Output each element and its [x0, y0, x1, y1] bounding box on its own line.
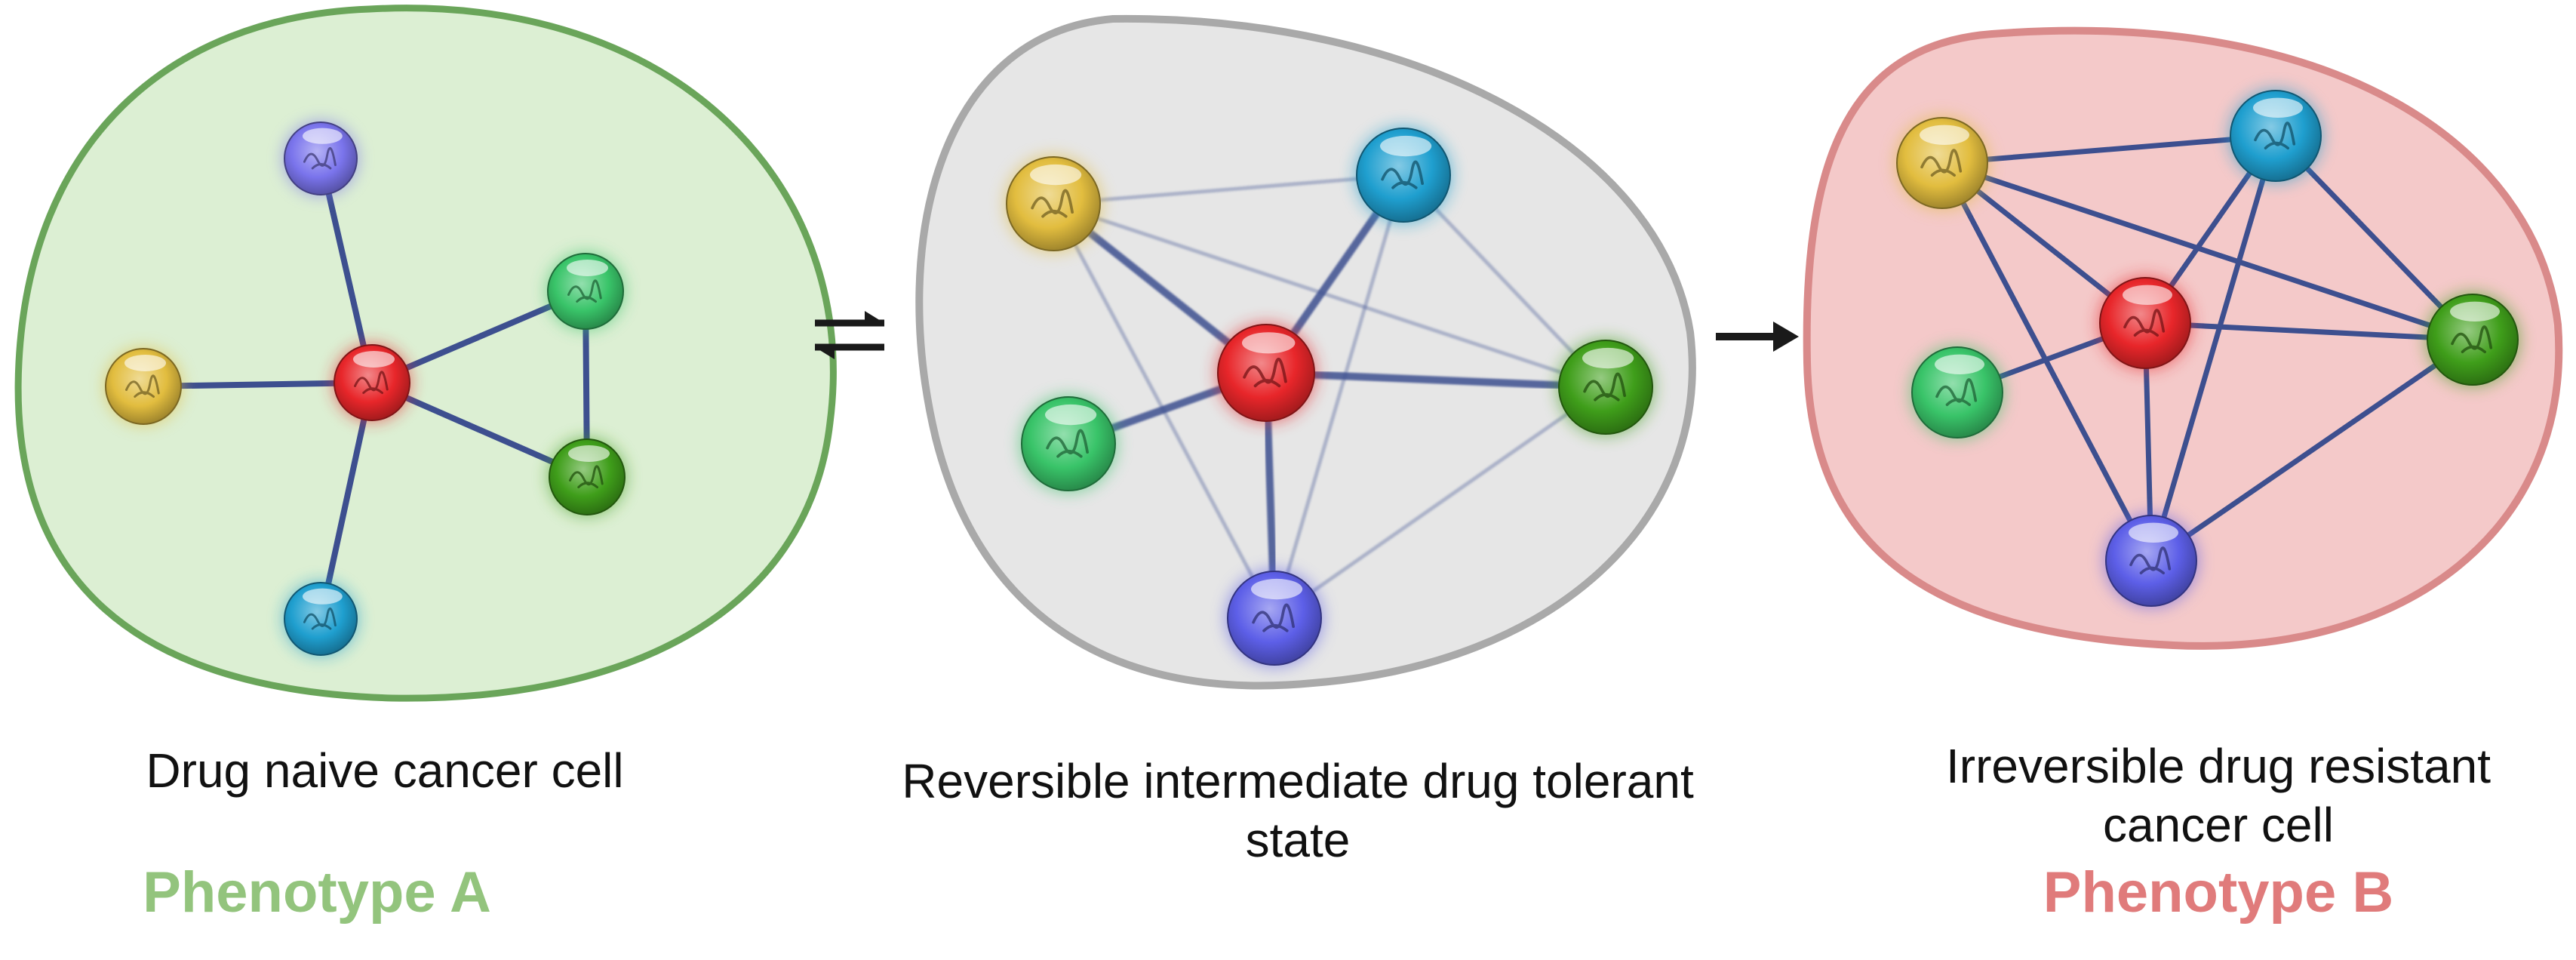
protein-structure: [125, 374, 160, 398]
reversible-arrows-icon: [815, 311, 884, 359]
caption-drug-naive: Drug naive cancer cell: [60, 741, 709, 800]
edge-green-dark-blue-violet: [1272, 385, 1608, 620]
edge-red-green-dark: [1262, 369, 1609, 391]
protein-structure: [1046, 429, 1089, 458]
protein-red-hub-icon: [332, 343, 412, 423]
protein-yellow-icon: [1895, 115, 1990, 211]
protein-structure: [2129, 546, 2172, 574]
cell-drug-naive: [14, 5, 837, 702]
protein-structure: [1935, 378, 1978, 406]
caption-line: Drug naive cancer cell: [146, 743, 624, 798]
forward-arrow-icon: [1716, 322, 1799, 352]
protein-green-light-icon: [546, 251, 626, 331]
edge-yellow-green-dark: [1939, 160, 2476, 343]
node-highlight: [1242, 332, 1296, 354]
edge-yellow-blue-violet: [1051, 202, 1277, 620]
protein-structure: [303, 607, 337, 630]
edge-yellow-cyan: [1939, 133, 2279, 166]
node-highlight: [303, 128, 343, 144]
caption-line: Reversible intermediate drug tolerant: [902, 754, 1694, 808]
node-highlight: [1045, 404, 1097, 426]
caption-line: state: [1245, 813, 1351, 867]
edge-red-cyan: [318, 380, 375, 622]
node-highlight: [1030, 164, 1082, 186]
node-highlight: [2450, 301, 2500, 322]
node-highlight: [353, 351, 395, 368]
protein-green-light-icon: [1910, 345, 2005, 440]
cell-drug-resistant: [1803, 26, 2563, 650]
caption-line: Irreversible drug resistant: [1945, 739, 2491, 793]
protein-nodes: [1895, 88, 2520, 608]
protein-cyan-icon: [282, 580, 359, 657]
protein-purple-icon: [282, 120, 359, 197]
edge-cyan-blue-violet: [2148, 133, 2279, 564]
protein-green-light-icon: [1019, 394, 1118, 494]
node-highlight: [1380, 135, 1432, 157]
protein-nodes: [103, 120, 627, 657]
protein-green-dark-icon: [2425, 292, 2520, 387]
node-highlight: [2253, 97, 2303, 118]
protein-structure: [2254, 122, 2296, 149]
node-highlight: [124, 355, 166, 371]
protein-yellow-icon: [1004, 154, 1103, 254]
protein-green-dark-icon: [1556, 337, 1655, 437]
node-highlight: [303, 588, 343, 605]
protein-structure: [1920, 149, 1963, 177]
edge-green-dark-blue-violet: [2148, 337, 2476, 564]
caption-drug-tolerant: Reversible intermediate drug tolerant st…: [838, 752, 1758, 869]
node-highlight: [1935, 354, 1984, 374]
protein-structure: [2123, 309, 2166, 337]
node-highlight: [2129, 522, 2178, 543]
cell-membrane: [14, 5, 837, 702]
protein-blue-violet-icon: [2104, 513, 2199, 608]
node-highlight: [568, 445, 610, 462]
protein-blue-violet-icon: [1225, 568, 1324, 668]
protein-structure: [1031, 189, 1074, 218]
protein-structure: [1381, 160, 1424, 189]
edge-yellow-cyan: [1051, 173, 1406, 206]
protein-nodes: [1004, 125, 1655, 668]
node-highlight: [1582, 347, 1634, 369]
edge-red-green-dark: [2142, 320, 2476, 343]
protein-structure: [567, 279, 602, 303]
protein-green-dark-icon: [547, 437, 627, 517]
node-highlight: [2123, 285, 2172, 305]
caption-drug-resistant: Irreversible drug resistant cancer cell: [1864, 737, 2573, 854]
node-highlight: [1251, 578, 1303, 600]
protein-red-hub-icon: [1215, 322, 1317, 424]
node-highlight: [567, 260, 608, 276]
protein-cyan-icon: [1354, 125, 1453, 225]
protein-structure: [1243, 357, 1287, 388]
protein-yellow-icon: [103, 346, 183, 426]
phenotype-a-label: Phenotype A: [143, 860, 491, 925]
phenotype-b-label: Phenotype B: [2043, 860, 2394, 925]
edge-yellow-blue-violet: [1939, 160, 2154, 564]
protein-structure: [303, 146, 337, 170]
protein-structure: [354, 371, 389, 394]
edge-yellow-green-dark: [1051, 202, 1608, 389]
protein-structure: [1583, 372, 1626, 402]
protein-red-hub-icon: [2098, 275, 2193, 371]
cell-drug-tolerant: [915, 14, 1696, 690]
edge-cyan-blue-violet: [1272, 173, 1406, 620]
protein-structure: [2451, 325, 2493, 353]
protein-structure: [569, 465, 604, 488]
protein-cyan-icon: [2228, 88, 2323, 183]
protein-structure: [1252, 603, 1295, 632]
caption-line: cancer cell: [2103, 798, 2334, 852]
node-highlight: [1920, 125, 1969, 145]
